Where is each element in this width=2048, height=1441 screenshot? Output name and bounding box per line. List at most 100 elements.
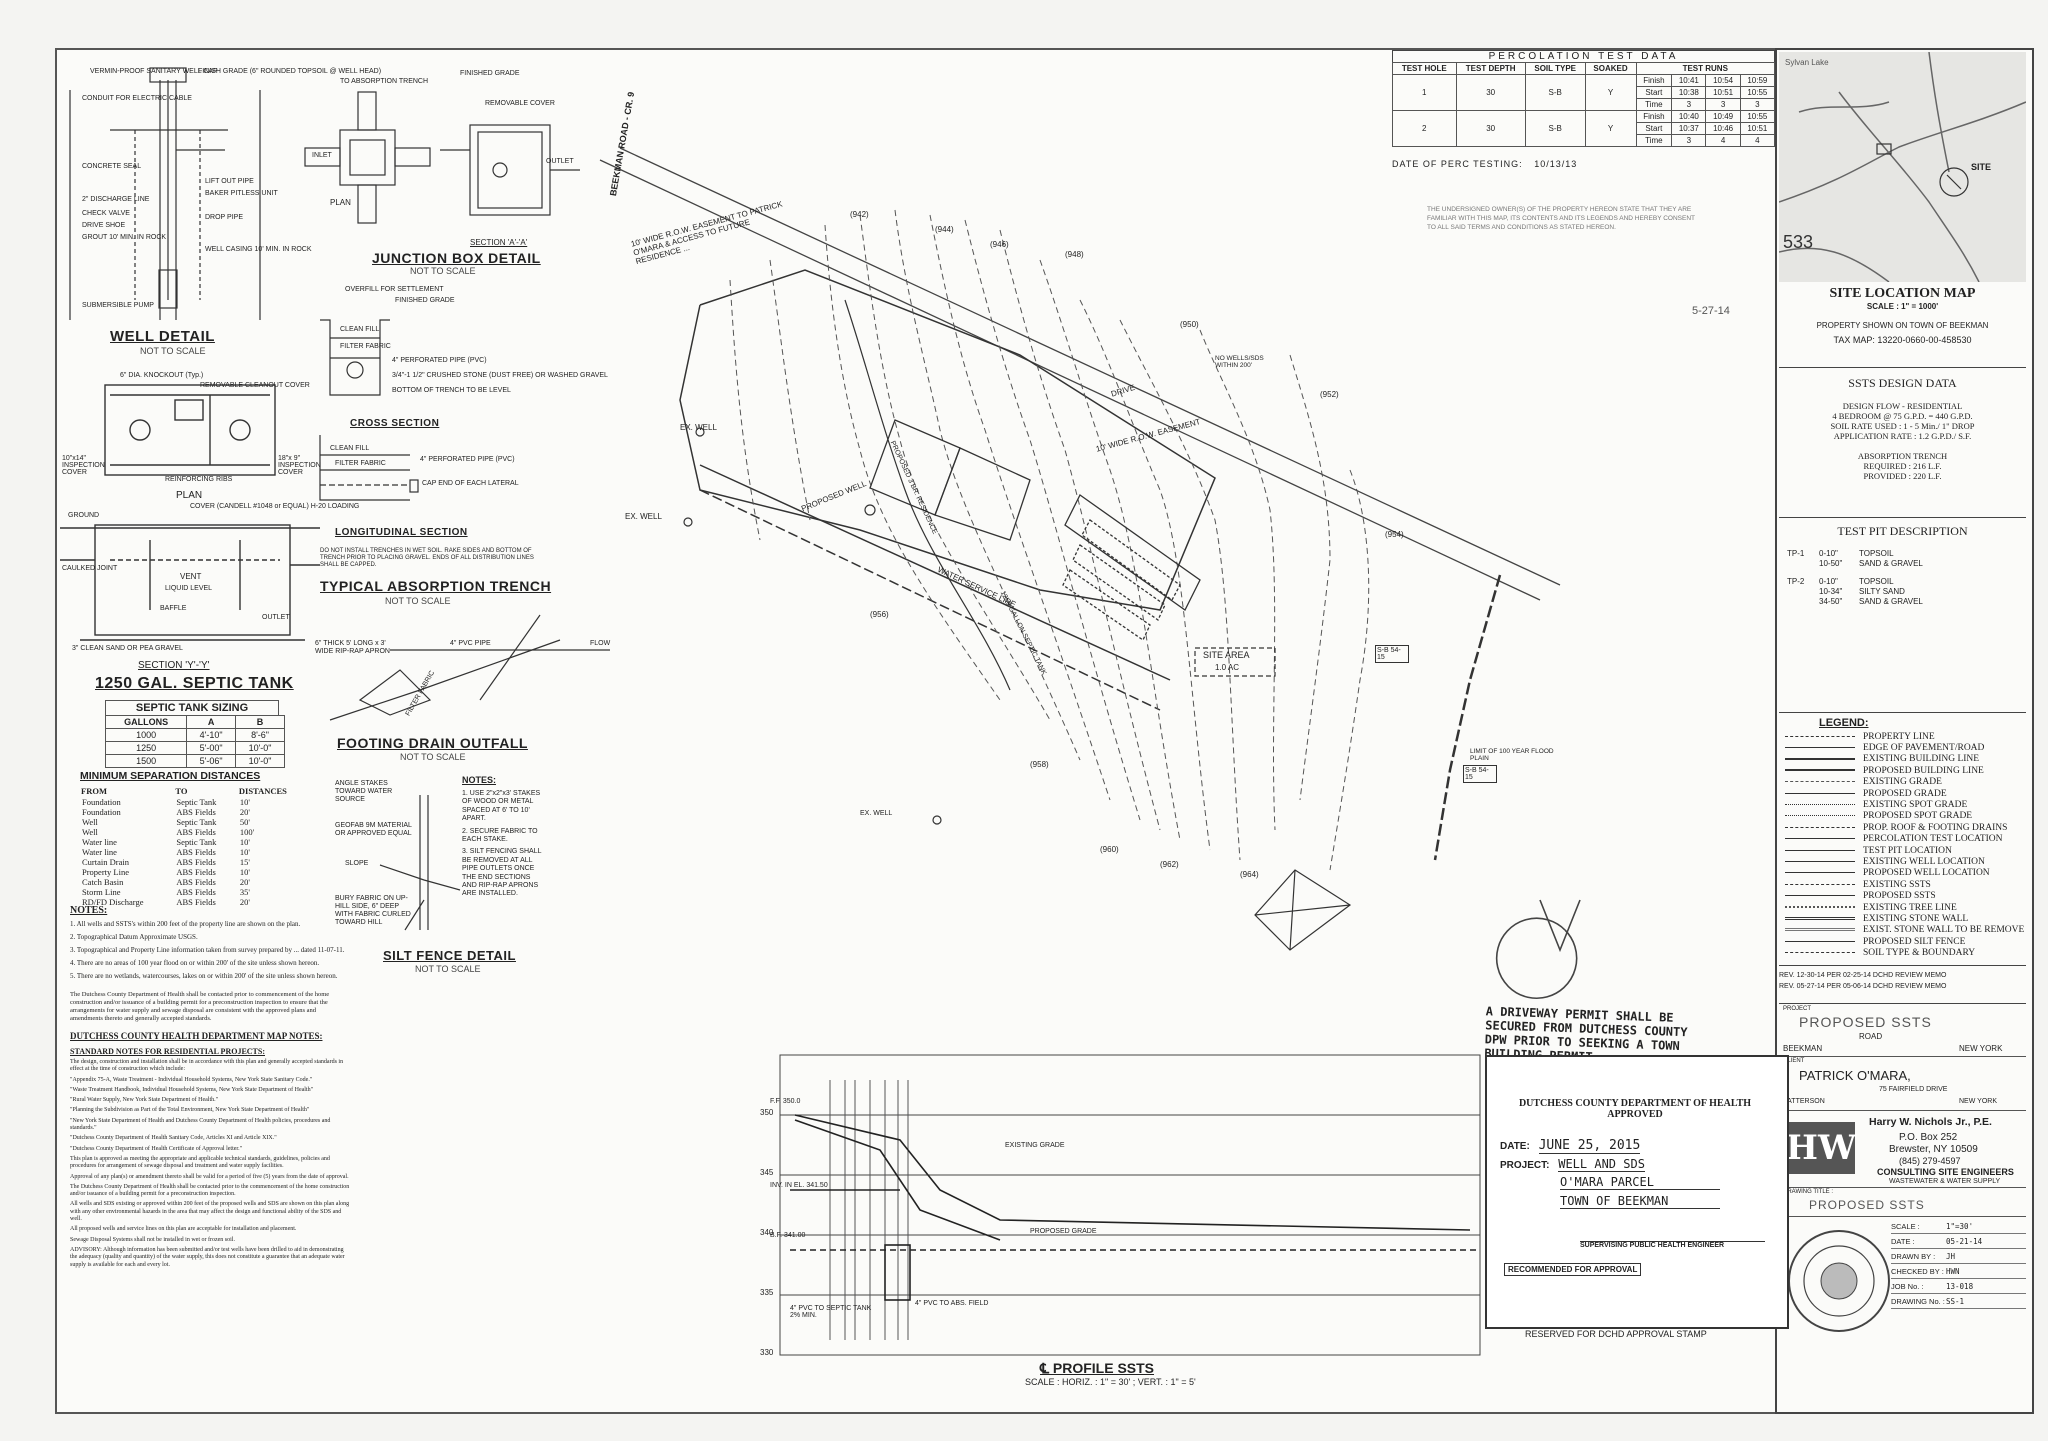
legend-row: EXISTING SPOT GRADE [1785, 799, 2026, 810]
separation-cell: 20' [239, 877, 250, 887]
project-state: NEW YORK [1959, 1044, 2003, 1053]
st-label-sand: 3" CLEAN SAND OR PEA GRAVEL [72, 645, 183, 652]
separation-cell: Septic Tank [176, 797, 217, 807]
legend-label: EXISTING GRADE [1863, 777, 1942, 788]
perc-cell: 30 [1455, 110, 1526, 147]
well-label-baker: BAKER PITLESS UNIT [205, 190, 278, 197]
legend-row: PROPOSED GRADE [1785, 788, 2026, 799]
well-label-cap: VERMIN-PROOF SANITARY WELL CAP [90, 68, 218, 75]
perc-date-label: DATE OF PERC TESTING: [1392, 159, 1523, 169]
profile-pipe-abs: 4" PVC TO ABS. FIELD [915, 1300, 989, 1307]
test-pit-soil: SILTY SAND [1859, 587, 1905, 596]
location-map-property: PROPERTY SHOWN ON TOWN OF BEEKMAN [1816, 321, 1989, 330]
dchd-stamp: DUTCHESS COUNTY DEPARTMENT OF HEALTH APP… [1500, 1098, 1770, 1277]
legend-symbol [1785, 781, 1855, 783]
profile-elev: 330 [760, 1348, 774, 1357]
ssts-line: 4 BEDROOM @ 75 G.P.D. = 440 G.P.D. [1832, 411, 1973, 421]
legend-symbol [1785, 849, 1855, 852]
test-pit-layer: 10-34"SILTY SAND [1819, 587, 1923, 597]
test-pit-layer: 0-10"TOPSOIL [1819, 549, 1923, 559]
silt-note-item: 2. SECURE FABRIC TO EACH STAKE. [462, 827, 538, 844]
separation-cell: ABS Fields [176, 887, 216, 897]
profile-elev: 345 [760, 1168, 774, 1177]
profile-title: ℄ PROFILE SSTS [1040, 1360, 1155, 1376]
legend-label: TEST PIT LOCATION [1863, 845, 1952, 856]
st-section-label: SECTION 'Y'-'Y' [138, 660, 210, 671]
divider [1779, 1056, 2026, 1057]
test-pit-layer: 34-50"SAND & GRAVEL [1819, 597, 1923, 607]
client-label: CLIENT [1783, 1058, 1805, 1064]
st-label-vent: VENT [180, 572, 202, 581]
separation-cell: 10' [239, 837, 250, 847]
sf-notes-list: 1. USE 2"x2"x3' STAKES OF WOOD OR METAL … [462, 790, 542, 903]
footing-drain-scale: NOT TO SCALE [400, 752, 466, 762]
legend-label: PERCOLATION TEST LOCATION [1863, 834, 2003, 845]
cs-label-stone: 3/4"-1 1/2" CRUSHED STONE (DUST FREE) OR… [392, 372, 608, 379]
legend-symbol [1785, 792, 1855, 795]
jb-label-cover: REMOVABLE COVER [485, 100, 555, 107]
separation-cell: Water line [82, 837, 117, 847]
test-pit-depth: 0-10" [1819, 577, 1838, 586]
legend-symbol [1785, 757, 1855, 761]
sep-header: FROM [81, 786, 107, 796]
legend-title: LEGEND: [1819, 717, 1869, 729]
separation-cell: Storm Line [82, 887, 121, 897]
stamp-project-row: PROJECT: WELL AND SDS [1500, 1157, 1770, 1172]
title-meta-value: 13-018 [1946, 1281, 1974, 1291]
legend-symbol [1785, 883, 1855, 886]
standard-note-item: This plan is approved as meeting the app… [70, 1155, 330, 1170]
profile-elev: 350 [760, 1108, 774, 1117]
client-state: NEW YORK [1959, 1098, 1997, 1105]
legend-label: PROP. ROOF & FOOTING DRAINS [1863, 822, 2008, 833]
standard-note-item: "Planning the Subdivision as Part of the… [70, 1107, 310, 1114]
septic-tank-title: 1250 GAL. SEPTIC TANK [95, 675, 294, 692]
legend-row: PROPOSED WELL LOCATION [1785, 868, 2026, 879]
well-label-discharge: 2" DISCHARGE LINE [82, 196, 150, 203]
standard-notes-title: STANDARD NOTES FOR RESIDENTIAL PROJECTS: [70, 1047, 265, 1056]
legend-row: PROPERTY LINE [1785, 731, 2026, 742]
legend-label: PROPOSED WELL LOCATION [1863, 868, 1990, 879]
typical-trench-title: TYPICAL ABSORPTION TRENCH [320, 578, 552, 594]
site-area-value: 1.0 AC [1215, 663, 1240, 672]
spot-grade: (956) [870, 610, 889, 619]
legend-row: EXISTING GRADE [1785, 777, 2026, 788]
st-label-cover-a: 10"x14" INSPECTION COVER [62, 455, 105, 476]
stamp-project-value: WELL AND SDS [1558, 1157, 1645, 1172]
legend-row: PROPOSED BUILDING LINE [1785, 765, 2026, 776]
legend-row: TEST PIT LOCATION [1785, 845, 2026, 856]
project-town: BEEKMAN [1783, 1044, 1823, 1053]
st-label-lid: COVER (CANDELL #1048 or EQUAL) H-20 LOAD… [190, 503, 360, 510]
profile-proposed-grade: PROPOSED GRADE [1030, 1228, 1097, 1235]
divider [1779, 1110, 2026, 1111]
perc-cell: 2 [1392, 110, 1457, 147]
separation-cell: Foundation [82, 797, 121, 807]
test-pit-soil: SAND & GRAVEL [1859, 559, 1923, 568]
perc-cell: 3 [1671, 134, 1707, 147]
legend-label: EDGE OF PAVEMENT/ROAD [1863, 743, 1985, 754]
legend-label: PROPOSED GRADE [1863, 788, 1947, 799]
location-map-title: SITE LOCATION MAP [1829, 286, 1976, 301]
revision-line: REV. 12-30-14 PER 02-25-14 DCHD REVIEW M… [1779, 972, 1947, 979]
note-item: 5. There are no wetlands, watercourses, … [70, 972, 338, 980]
separation-cell: ABS Fields [176, 847, 216, 857]
profile-existing-grade: EXISTING GRADE [1005, 1142, 1065, 1149]
legend-row: PROP. ROOF & FOOTING DRAINS [1785, 822, 2026, 833]
note-item: 2. Topographical Datum Approximate USGS. [70, 933, 198, 941]
perc-test-block: PERCOLATION TEST DATA TEST HOLE TEST DEP… [1392, 50, 1776, 317]
jb-label-grade: FINISHED GRADE [460, 70, 520, 77]
standard-note-item: "Dutchess County Department of Health Ce… [70, 1145, 243, 1152]
legend-label: PROPOSED BUILDING LINE [1863, 765, 1984, 776]
spot-grade: (950) [1180, 320, 1199, 329]
